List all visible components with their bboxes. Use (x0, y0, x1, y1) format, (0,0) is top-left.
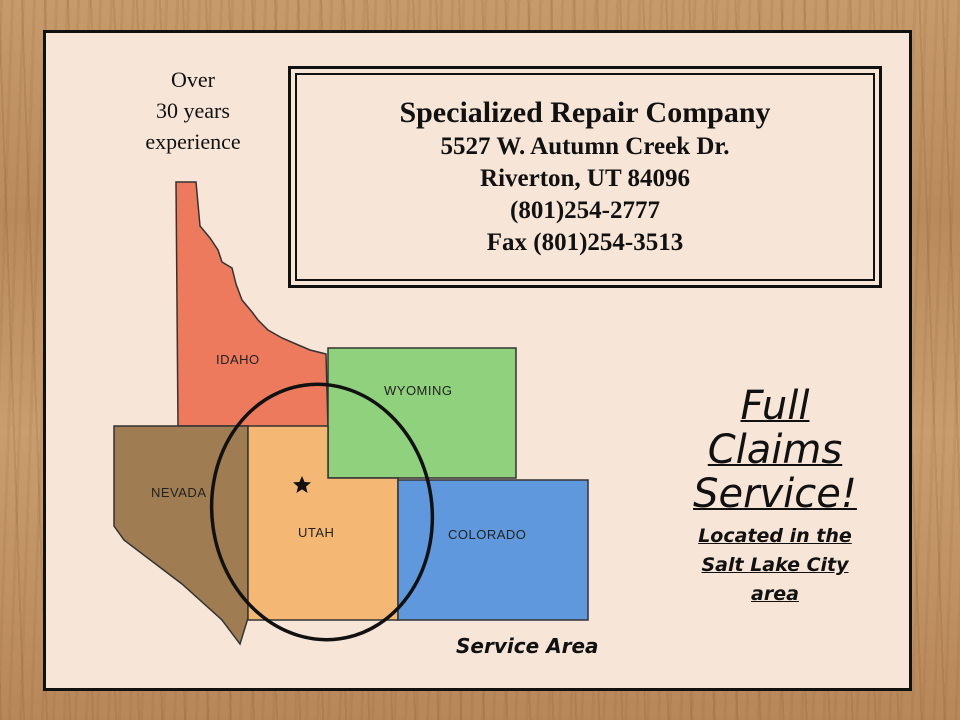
claims-line-2: Claims (707, 427, 843, 473)
company-fax: Fax (801)254-3513 (486, 229, 684, 256)
wyoming-region (327, 347, 517, 479)
experience-line-3: experience (145, 129, 241, 154)
nevada-label: NEVADA (151, 485, 207, 500)
utah-label: UTAH (298, 525, 335, 540)
experience-line-2: 30 years (156, 98, 230, 123)
idaho-label: IDAHO (216, 352, 260, 367)
colorado-region (397, 479, 589, 621)
service-area-label: Service Area (456, 634, 599, 658)
claims-sub-2: Salt Lake City (701, 554, 849, 576)
claims-line-3: Service! (693, 471, 857, 517)
nevada-region (113, 425, 249, 646)
experience-line-1: Over (171, 67, 215, 92)
claims-sub-3: area (751, 583, 799, 605)
colorado-label: COLORADO (448, 527, 527, 542)
claims-line-1: Full (740, 383, 810, 429)
company-street: 5527 W. Autumn Creek Dr. (440, 133, 730, 160)
experience-note: Over 30 years experience (120, 64, 266, 157)
utah-region (247, 425, 399, 621)
company-city: Riverton, UT 84096 (480, 165, 690, 192)
company-info: Specialized Repair Company 5527 W. Autum… (291, 95, 879, 259)
wyoming-label: WYOMING (384, 383, 453, 398)
company-phone: (801)254-2777 (510, 197, 660, 224)
company-info-box: Specialized Repair Company 5527 W. Autum… (288, 66, 882, 288)
claims-callout: Full Claims Service! Located in the Salt… (660, 384, 890, 609)
star-icon (293, 476, 311, 493)
service-area-circle (209, 382, 435, 642)
claims-sub-1: Located in the (698, 525, 852, 547)
company-info-inner-frame (295, 73, 875, 281)
company-name: Specialized Repair Company (399, 96, 771, 129)
